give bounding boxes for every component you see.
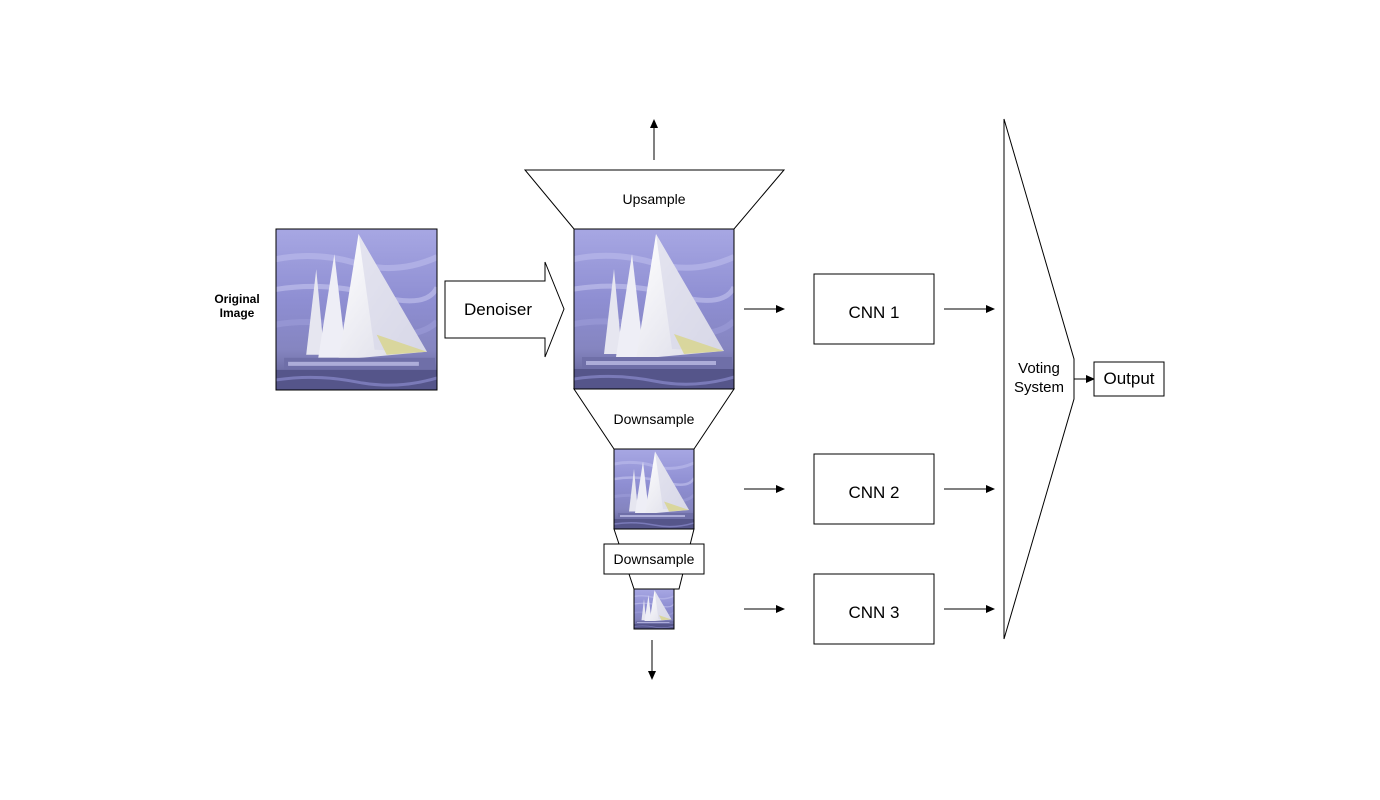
downsampled-image-2 (633, 588, 675, 630)
denoiser-label: Denoiser (464, 300, 532, 319)
downsample-box-2 (603, 543, 705, 575)
cnn-2-label: CNN 2 (848, 483, 899, 502)
original-image-label-line2: Image (220, 306, 255, 320)
arrow-cnn-1-to-voting (944, 305, 995, 313)
cnn-3-box (813, 573, 935, 645)
denoised-image (573, 228, 735, 390)
downsample-label-1: Downsample (614, 411, 695, 427)
cnn-1-box (813, 273, 935, 345)
cnn-1-label: CNN 1 (848, 303, 899, 322)
arrow-cnn-3-to-voting (944, 605, 995, 613)
original-image (275, 228, 438, 391)
cnn-2-box (813, 453, 935, 525)
voting-system-block (1003, 118, 1075, 640)
output-box (1093, 361, 1165, 397)
arrow-cnn-2-to-voting (944, 485, 995, 493)
original-image-label: Original (214, 292, 259, 306)
arrow-to-cnn-3 (744, 605, 785, 613)
downsample-output-arrow (648, 640, 656, 680)
arrow-to-cnn-2 (744, 485, 785, 493)
upsample-label: Upsample (622, 191, 685, 207)
cnn-3-label: CNN 3 (848, 603, 899, 622)
output-label: Output (1103, 369, 1154, 388)
downsampled-image-1 (613, 448, 695, 530)
upsample-output-arrow (650, 119, 658, 160)
arrow-voting-to-output (1074, 375, 1095, 383)
arrow-to-cnn-1 (744, 305, 785, 313)
denoiser-block (444, 261, 565, 358)
downsample-label-2: Downsample (614, 551, 695, 567)
voting-system-label: Voting (1018, 360, 1060, 377)
voting-system-label-line2: System (1014, 379, 1064, 396)
